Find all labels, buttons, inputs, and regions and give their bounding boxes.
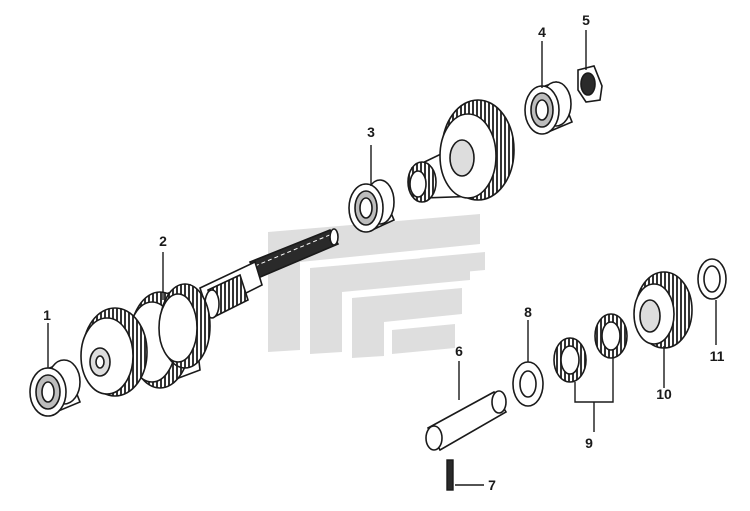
callout-6: 6 <box>455 343 463 359</box>
callout-10: 10 <box>656 386 672 402</box>
nut-5 <box>577 65 603 103</box>
callout-2: 2 <box>159 233 167 249</box>
bearing-4 <box>524 80 574 135</box>
shaft-spline <box>204 273 249 319</box>
gear-10 <box>633 271 693 349</box>
callout-3: 3 <box>367 124 375 140</box>
callout-4: 4 <box>538 24 546 40</box>
countershaft-pin <box>425 390 508 452</box>
bearing-left <box>29 359 82 417</box>
needle-bearings <box>553 313 628 383</box>
callout-1: 1 <box>43 307 51 323</box>
callout-8: 8 <box>524 304 532 320</box>
callout-9: 9 <box>585 435 593 451</box>
leader-lines <box>47 30 717 486</box>
callout-11: 11 <box>709 348 725 364</box>
roll-pin <box>446 459 454 491</box>
snap-ring-11 <box>697 258 727 300</box>
watermark-logo <box>268 214 485 358</box>
callout-7: 7 <box>488 477 496 493</box>
thrust-washer-8 <box>512 361 544 407</box>
callout-5: 5 <box>582 12 590 28</box>
input-shaft-gear <box>407 99 515 203</box>
cluster-gear <box>80 283 211 397</box>
bearing-3 <box>348 179 396 233</box>
